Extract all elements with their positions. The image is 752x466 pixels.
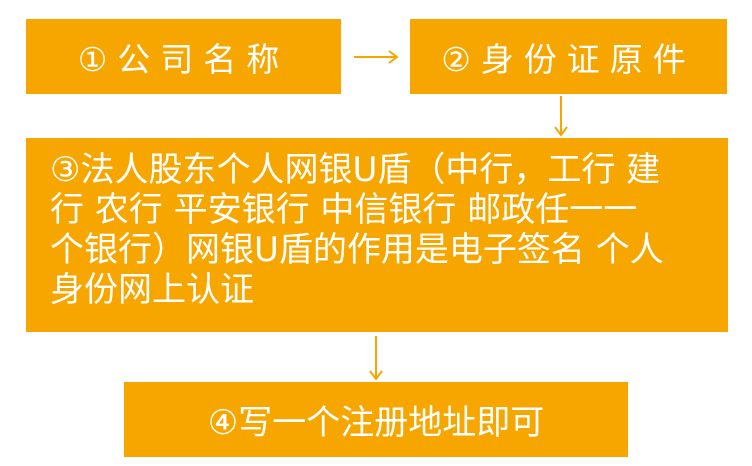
step-4-label: ④写一个注册地址即可: [207, 403, 545, 443]
arrow-step3-to-step4: [369, 336, 383, 381]
step-1-box: ①公司名称: [26, 19, 341, 94]
step-3-box: ③法人股东个人网银U盾（中行，工行 建 行 农行 平安银行 中信银行 邮政任一一…: [26, 138, 728, 332]
step-3-line-1: ③法人股东个人网银U盾（中行，工行 建: [50, 150, 661, 190]
step-3-line-3: 个银行）网银U盾的作用是电子签名 个人: [50, 230, 664, 270]
arrow-step2-to-step3: [554, 96, 568, 137]
step-4-box: ④写一个注册地址即可: [124, 382, 628, 457]
arrow-step1-to-step2: [354, 50, 399, 64]
step-3-line-4: 身份网上认证: [50, 270, 254, 310]
step-2-box: ②身份证原件: [410, 19, 727, 94]
step-1-label: ①公司名称: [77, 39, 290, 79]
step-3-line-2: 行 农行 平安银行 中信银行 邮政任一一: [50, 190, 638, 230]
step-2-label: ②身份证原件: [441, 39, 696, 79]
